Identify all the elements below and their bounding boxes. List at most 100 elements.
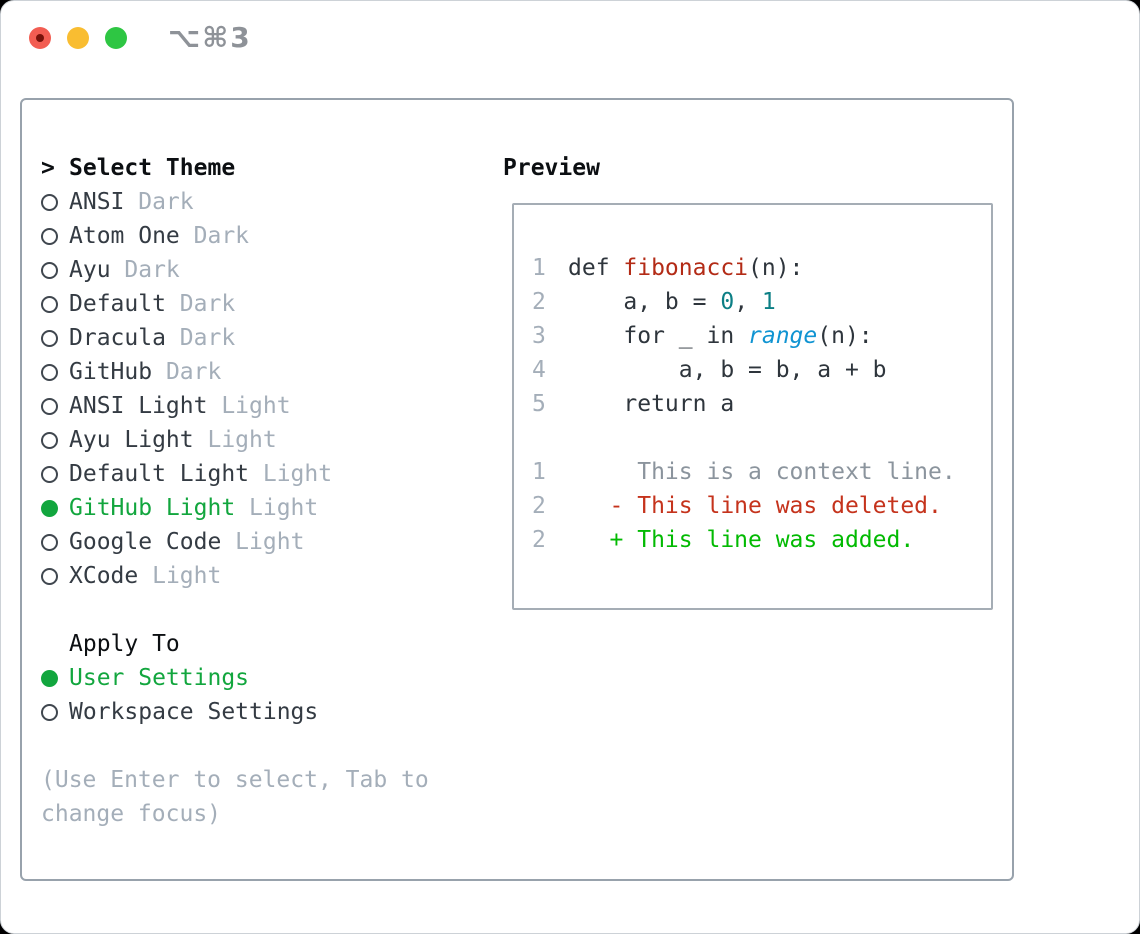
select-theme-header: > Select Theme [41, 151, 481, 185]
radio-unselected-icon [41, 567, 58, 585]
theme-variant: Dark [165, 291, 236, 317]
code-token: a, b = b, a + b [568, 357, 887, 383]
theme-variant: Light [138, 563, 222, 589]
code-token: , [734, 289, 762, 315]
minimize-button-icon[interactable] [67, 27, 89, 49]
radio-unselected-icon [41, 227, 58, 245]
code-token: for _ in [568, 323, 749, 349]
theme-option[interactable]: Default Light Light [41, 457, 481, 491]
radio-unselected-icon [41, 703, 58, 721]
code-line: 2 + This line was added. [532, 523, 991, 557]
theme-name: Dracula [69, 325, 166, 351]
radio-unselected-icon [41, 465, 58, 483]
line-number: 4 [532, 357, 546, 383]
theme-option[interactable]: Ayu Light Light [41, 423, 481, 457]
theme-option[interactable]: Default Dark [41, 287, 481, 321]
code-token: + This line was added. [568, 527, 915, 553]
theme-name: Default [69, 291, 166, 317]
theme-name: Google Code [69, 529, 222, 555]
theme-variant: Dark [110, 257, 180, 283]
code-line: 2 a, b = 0, 1 [532, 285, 991, 319]
theme-option[interactable]: GitHub Dark [41, 355, 481, 389]
theme-name: GitHub [69, 359, 153, 385]
radio-selected-icon [41, 499, 58, 517]
theme-name: GitHub Light [69, 495, 236, 521]
radio-unselected-icon [41, 533, 58, 551]
theme-option[interactable]: Dracula Dark [41, 321, 481, 355]
theme-option[interactable]: Ayu Dark [41, 253, 481, 287]
apply-to-option[interactable]: User Settings [41, 661, 481, 695]
theme-variant: Light [193, 427, 277, 453]
zoom-button-icon[interactable] [105, 27, 127, 49]
line-number: 1 [532, 459, 546, 485]
theme-name: Ayu Light [69, 427, 194, 453]
unsaved-dot-icon [36, 34, 44, 42]
theme-name: Ayu [69, 257, 111, 283]
theme-variant: Light [249, 461, 333, 487]
code-line: 5 return a [532, 387, 991, 421]
line-number: 2 [532, 493, 546, 519]
theme-option[interactable]: XCode Light [41, 559, 481, 593]
theme-name: ANSI Light [69, 393, 208, 419]
select-theme-title: Select Theme [69, 155, 236, 181]
theme-variant: Light [235, 495, 319, 521]
theme-variant: Dark [124, 189, 194, 215]
code-token: - This line was deleted. [568, 493, 942, 519]
theme-variant: Dark [179, 223, 250, 249]
theme-name: Atom One [69, 223, 180, 249]
theme-option[interactable]: Google Code Light [41, 525, 481, 559]
radio-unselected-icon [41, 397, 58, 415]
code-token: fibonacci [623, 255, 749, 281]
titlebar [29, 27, 143, 49]
theme-option[interactable]: ANSI Dark [41, 185, 481, 219]
code-line: 3 for _ in range(n): [532, 319, 991, 353]
line-number: 2 [532, 289, 546, 315]
apply-to-option-label: Workspace Settings [69, 699, 319, 725]
apply-to-option-label: User Settings [69, 665, 250, 691]
theme-option[interactable]: GitHub Light Light [41, 491, 481, 525]
code-line: 4 a, b = b, a + b [532, 353, 991, 387]
theme-option[interactable]: Atom One Dark [41, 219, 481, 253]
caret-icon: > [41, 155, 55, 181]
line-number: 3 [532, 323, 546, 349]
radio-selected-icon [41, 669, 58, 687]
preview-title: Preview [503, 155, 600, 181]
code-token: return a [568, 391, 735, 417]
close-button-icon[interactable] [29, 27, 51, 49]
spacer [41, 729, 481, 763]
code-token: range [748, 323, 818, 349]
window-shortcut-label: ⌥⌘3 [168, 21, 252, 54]
spacer [41, 593, 481, 627]
code-line: 2 - This line was deleted. [532, 489, 991, 523]
radio-unselected-icon [41, 193, 58, 211]
radio-unselected-icon [41, 363, 58, 381]
theme-name: Default Light [69, 461, 250, 487]
line-number: 5 [532, 391, 546, 417]
code-token: a, b = [568, 289, 721, 315]
theme-name: XCode [69, 563, 139, 589]
radio-unselected-icon [41, 431, 58, 449]
keyboard-hint-line2: change focus) [41, 801, 222, 827]
code-token: 0 [720, 289, 735, 315]
code-token: (n): [817, 323, 873, 349]
code-token: def [568, 255, 624, 281]
keyboard-hint-line1: (Use Enter to select, Tab to [41, 767, 429, 793]
radio-unselected-icon [41, 329, 58, 347]
theme-variant: Dark [152, 359, 222, 385]
apply-to-header: Apply To [41, 627, 481, 661]
apply-to-option[interactable]: Workspace Settings [41, 695, 481, 729]
radio-unselected-icon [41, 261, 58, 279]
theme-variant: Dark [165, 325, 236, 351]
theme-option[interactable]: ANSI Light Light [41, 389, 481, 423]
radio-unselected-icon [41, 295, 58, 313]
apply-to-title: Apply To [69, 631, 180, 657]
code-token: 1 [761, 289, 776, 315]
